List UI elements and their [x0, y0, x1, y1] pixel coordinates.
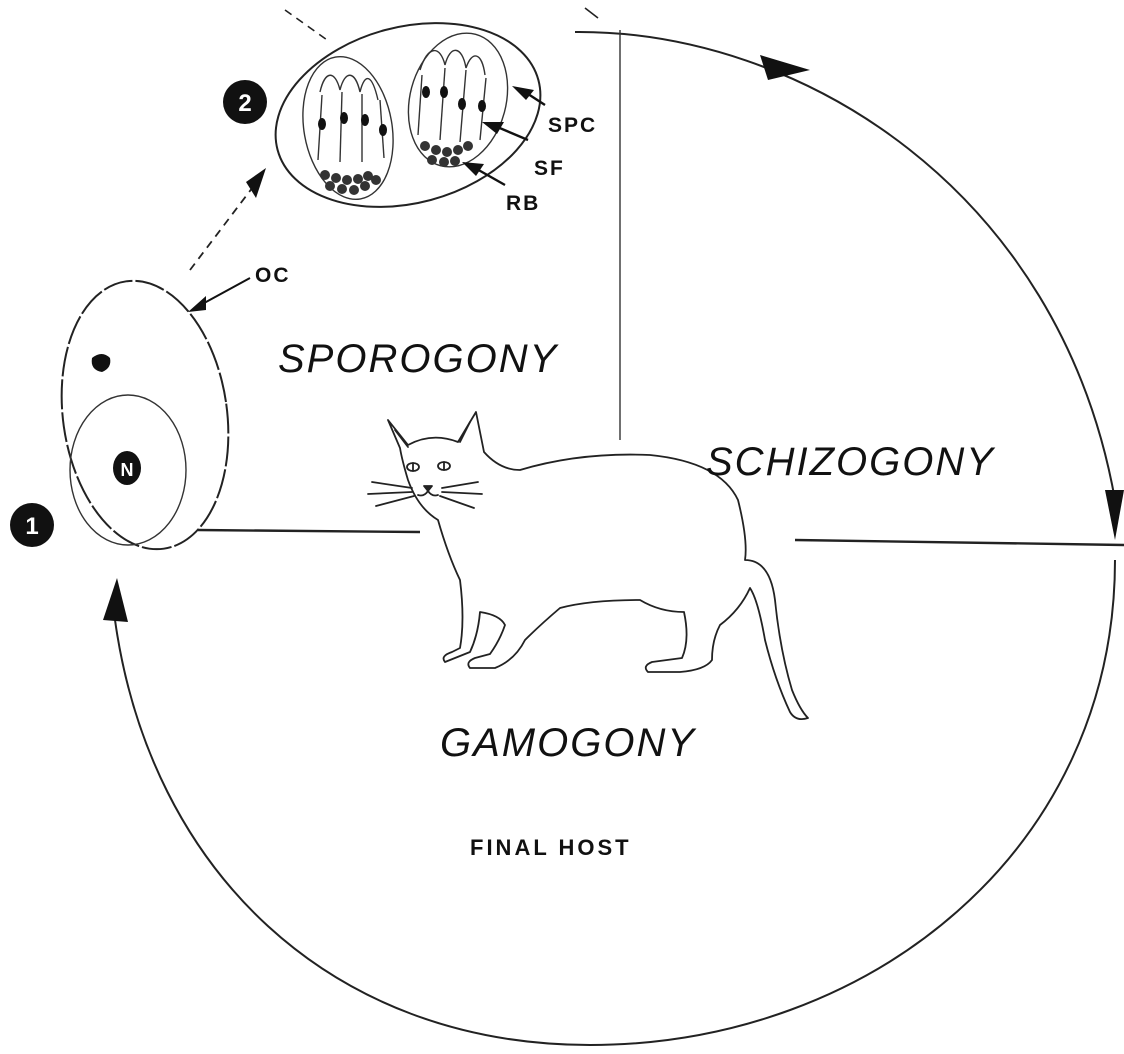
arrowhead-stage2: [246, 168, 266, 198]
pointer-spc-head: [512, 86, 534, 100]
nucleus-label: N: [121, 460, 134, 480]
oocyst-stage-1: N: [45, 270, 245, 560]
cycle-arc-top-right: [575, 32, 1115, 500]
divider-horizontal-right: [795, 540, 1124, 545]
label-oc: OC: [255, 264, 291, 287]
divider-horizontal-left: [198, 530, 420, 532]
residual-body-dot: [92, 354, 111, 372]
phase-gamogony: GAMOGONY: [440, 721, 697, 765]
badge-stage-1-label: 1: [25, 513, 38, 540]
badge-stage-2-label: 2: [238, 90, 251, 117]
label-spc: SPC: [548, 114, 597, 137]
label-sf: SF: [534, 157, 565, 180]
dashed-leader-top-right: [585, 8, 598, 18]
arrowhead-left: [103, 578, 128, 622]
phase-sporogony: SPOROGONY: [278, 337, 560, 381]
arrowhead-right: [1105, 490, 1124, 540]
phase-schizogony: SCHIZOGONY: [706, 440, 996, 484]
final-host-label: FINAL HOST: [470, 835, 632, 860]
residual-body-left: [320, 170, 381, 195]
label-rb: RB: [506, 192, 540, 215]
cycle-arc-bottom: [115, 560, 1115, 1045]
pointer-rb-head: [462, 162, 484, 176]
dashed-leader-top: [285, 10, 330, 42]
pointer-oc-head: [188, 296, 206, 312]
